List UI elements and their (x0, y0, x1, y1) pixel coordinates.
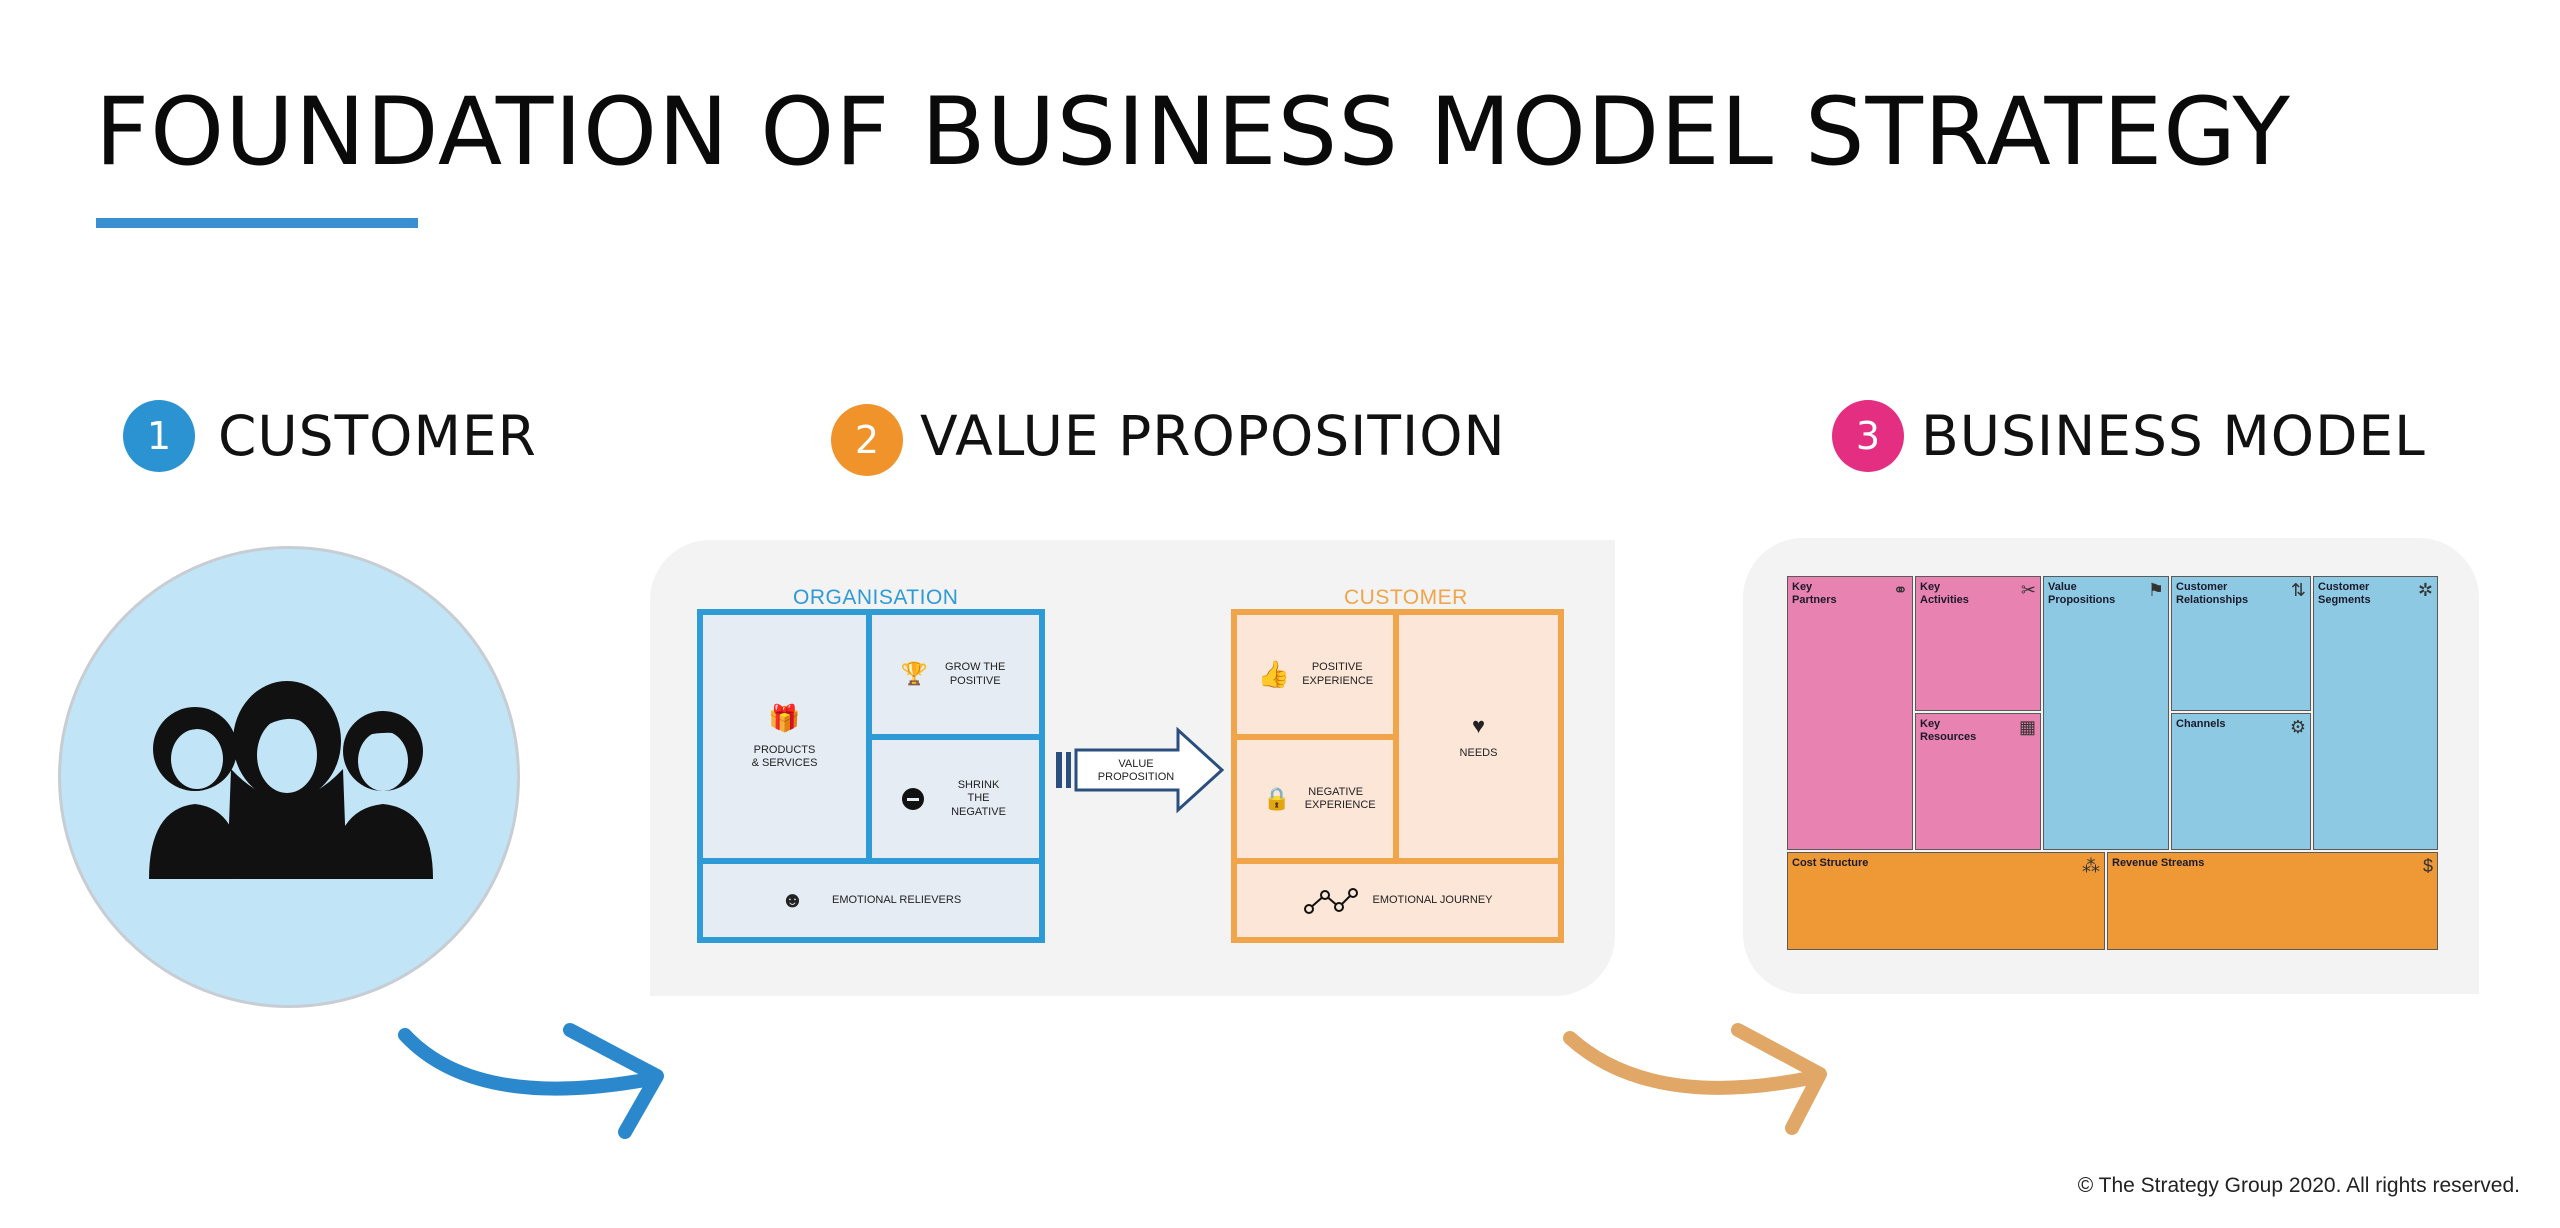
organisation-label: ORGANISATION (793, 586, 959, 609)
bmc-key-activities: Key Activities ✂ (1915, 576, 2041, 711)
bmc-key-resources-label: Key Resources (1920, 718, 1977, 743)
bmc-channels: Channels ⚙ (2171, 713, 2311, 850)
bmc-customer-segments: Customer Segments ✲ (2313, 576, 2438, 850)
grow-positive-label: GROW THE POSITIVE (945, 661, 1006, 687)
step-3-badge: 3 (1832, 400, 1904, 472)
thumbs-up-icon: 👍 (1257, 658, 1291, 689)
bmc-cost-structure-label: Cost Structure (1792, 857, 1869, 869)
copyright-notice: © The Strategy Group 2020. All rights re… (2077, 1174, 2520, 1197)
gift-icon: ⚑ (2147, 580, 2164, 600)
bmc-customer-relationships: Customer Relationships ⇅ (2171, 576, 2311, 711)
emotional-relievers-label: EMOTIONAL RELIEVERS (831, 893, 962, 906)
channels-icon: ⚙ (2289, 717, 2306, 737)
heart-icon: ♥ (1471, 712, 1486, 738)
organisation-box: 🎁 PRODUCTS & SERVICES 🏆 GROW THE POSITIV… (697, 609, 1045, 943)
bmc-key-activities-label: Key Activities (1920, 581, 1969, 606)
segments-icon: ✲ (2417, 580, 2433, 600)
value-proposition-arrow (1056, 726, 1225, 814)
smiley-icon: ☻ (780, 887, 804, 913)
title-underline (96, 218, 418, 228)
step-1-label: CUSTOMER (218, 404, 537, 468)
page-title: FOUNDATION OF BUSINESS MODEL STRATEGY (95, 78, 2291, 187)
grow-positive-cell: 🏆 GROW THE POSITIVE (872, 615, 1039, 734)
step-2-label: VALUE PROPOSITION (920, 404, 1506, 468)
bmc-revenue-streams-label: Revenue Streams (2112, 857, 2205, 869)
minus-circle-icon (901, 788, 924, 810)
emotional-journey-cell: EMOTIONAL JOURNEY (1237, 864, 1558, 937)
step-1-badge: 1 (123, 400, 195, 472)
needs-label: NEEDS (1459, 747, 1498, 760)
blue-curved-arrow (398, 1023, 664, 1139)
bmc-key-resources: Key Resources ▦ (1915, 713, 2041, 850)
lock-icon: 🔒 (1263, 785, 1291, 811)
handshake-icon: ⚭ (1892, 580, 1908, 600)
positive-experience-cell: 👍 POSITIVE EXPERIENCE (1237, 615, 1393, 734)
money-bag-icon: $ (2422, 856, 2433, 876)
orange-curved-arrow (1563, 1023, 1827, 1135)
bmc-channels-label: Channels (2176, 718, 2226, 730)
products-services-cell: 🎁 PRODUCTS & SERVICES (703, 615, 866, 858)
bmc-key-partners: Key Partners ⚭ (1787, 576, 1913, 850)
emotional-journey-label: EMOTIONAL JOURNEY (1372, 893, 1493, 906)
value-proposition-arrow-label: VALUE PROPOSITION (1097, 758, 1175, 784)
journey-line-icon (1303, 887, 1358, 914)
tools-icon: ✂ (2020, 580, 2036, 600)
products-services-label: PRODUCTS & SERVICES (751, 743, 818, 770)
bmc-value-propositions: Value Propositions ⚑ (2043, 576, 2169, 850)
business-model-canvas: Key Partners ⚭ Key Activities ✂ Key Reso… (1787, 576, 2438, 950)
customer-profile-box: 👍 POSITIVE EXPERIENCE 🔒 NEGATIVE EXPERIE… (1231, 609, 1564, 943)
customer-map-label: CUSTOMER (1344, 586, 1468, 609)
trophy-icon: 🏆 (900, 661, 929, 687)
relationships-icon: ⇅ (2290, 580, 2306, 600)
emotional-relievers-cell: ☻ EMOTIONAL RELIEVERS (703, 864, 1039, 937)
customer-circle (58, 546, 520, 1008)
bmc-customer-segments-label: Customer Segments (2318, 581, 2371, 606)
people-icon (149, 681, 433, 879)
bmc-key-partners-label: Key Partners (1792, 581, 1837, 606)
shrink-negative-label: SHRINK THE NEGATIVE (951, 779, 1006, 818)
positive-experience-label: POSITIVE EXPERIENCE (1302, 661, 1374, 687)
shrink-negative-cell: SHRINK THE NEGATIVE (872, 740, 1039, 858)
bmc-cost-structure: Cost Structure ⁂ (1787, 852, 2105, 950)
negative-experience-cell: 🔒 NEGATIVE EXPERIENCE (1237, 740, 1393, 858)
needs-cell: ♥ NEEDS (1399, 615, 1558, 858)
step-2-badge: 2 (831, 404, 903, 476)
factory-icon: ▦ (2018, 717, 2036, 737)
network-icon: ⁂ (2082, 856, 2100, 876)
gift-icon: 🎁 (768, 702, 801, 733)
bmc-customer-relationships-label: Customer Relationships (2176, 581, 2249, 606)
negative-experience-label: NEGATIVE EXPERIENCE (1304, 785, 1376, 811)
bmc-revenue-streams: Revenue Streams $ (2107, 852, 2438, 950)
bmc-value-propositions-label: Value Propositions (2048, 581, 2116, 606)
step-3-label: BUSINESS MODEL (1921, 404, 2426, 468)
